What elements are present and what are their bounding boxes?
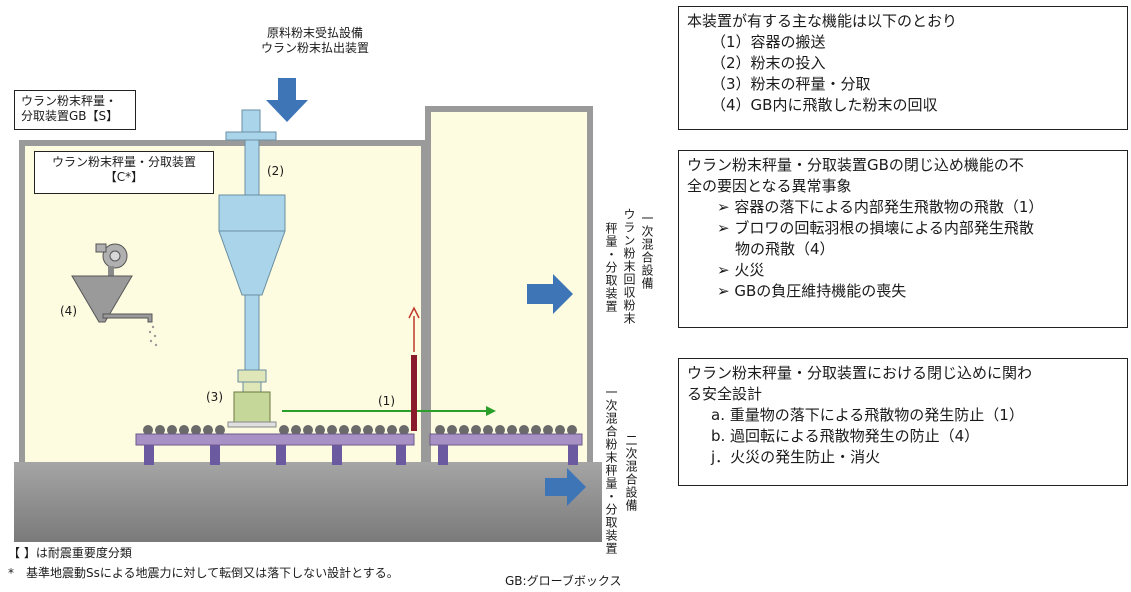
weighing-container: [233, 391, 271, 423]
recovery-funnel: [71, 275, 133, 323]
feeder-cap: [225, 131, 277, 141]
equipment-diagram: [14, 78, 602, 542]
abnormal-title-line: 全の要因となる異常事象: [687, 177, 852, 195]
valve-neck: [242, 381, 262, 393]
abnormal-events-panel: ウラン粉末秤量・分取装置GBの閉じ込め機能の不 全の要因となる異常事象 ➢ 容器…: [678, 150, 1128, 328]
footnote-1: 【 】は耐震重要度分類: [8, 546, 132, 560]
hopper-top: [218, 194, 286, 232]
device-label-box: ウラン粉末秤量・分取装置 【C*】: [34, 151, 214, 194]
conveyor-legs-right: [438, 445, 578, 465]
vertical-label-recovery-c: 秤量・分取装置: [604, 222, 618, 313]
weighing-scale: [227, 421, 277, 428]
safety-title-line: る安全設計: [687, 385, 763, 403]
abnormal-item: ➢ 火災: [717, 261, 765, 279]
lift-bar: [411, 355, 417, 431]
falling-powder: [148, 325, 158, 347]
abnormal-item: ➢ GBの負圧維持機能の喪失: [717, 282, 907, 300]
function-item: （4）GB内に飛散した粉末の回収: [711, 96, 938, 114]
recovery-pipe: [102, 313, 153, 323]
feeder-pipe-top: [241, 109, 261, 133]
abnormal-item: ➢ ブロワの回転羽根の損壊による内部発生飛散: [717, 219, 1034, 237]
input-arrow: [266, 78, 308, 122]
functions-panel: 本装置が有する主な機能は以下のとおり （1）容器の搬送 （2）粉末の投入 （3）…: [678, 6, 1128, 130]
lift-arrow-head: [408, 306, 420, 319]
label-3: (3): [206, 390, 223, 404]
conveyor-rollers-left: [143, 425, 409, 435]
functions-title: 本装置が有する主な機能は以下のとおり: [687, 12, 958, 30]
safety-design-panel: ウラン粉末秤量・分取装置における閉じ込めに関わ る安全設計 a. 重量物の落下に…: [678, 358, 1128, 486]
hopper-cone: [218, 230, 286, 296]
hopper-outlet-pipe: [244, 294, 260, 371]
abnormal-item-cont: 物の飛散（4）: [735, 240, 835, 258]
valve-body: [237, 369, 267, 383]
function-item: （1）容器の搬送: [711, 33, 826, 51]
abnormal-title-line: ウラン粉末秤量・分取装置GBの閉じ込め機能の不: [687, 156, 1024, 174]
vertical-label-primary-b: 二次混合設備: [624, 434, 638, 512]
label-4: (4): [60, 304, 77, 318]
safety-item: j．火災の発生防止・消火: [711, 448, 881, 466]
gb-note: GB:グローブボックス: [505, 574, 622, 588]
abnormal-item: ➢ 容器の落下による内部発生飛散物の飛散（1）: [717, 198, 1044, 216]
floor: [14, 462, 602, 542]
conveyor-right: [429, 433, 583, 446]
transfer-arrow-head: [486, 406, 496, 416]
outlet-arrow-lower: [545, 468, 586, 506]
safety-title-line: ウラン粉末秤量・分取装置における閉じ込めに関わ: [687, 364, 1033, 382]
gb-label-box: ウラン粉末秤量・ 分取装置GB【S】: [14, 90, 136, 130]
outlet-arrow-upper: [527, 274, 573, 314]
function-item: （2）粉末の投入: [711, 54, 826, 72]
vertical-label-recovery-a: 一次混合設備: [640, 212, 654, 290]
function-item: （3）粉末の秤量・分取: [711, 75, 871, 93]
conveyor-rollers-right: [435, 425, 577, 435]
label-2: (2): [267, 164, 284, 178]
blower: [95, 243, 128, 276]
label-1: (1): [378, 394, 395, 408]
vertical-label-recovery-b: ウラン粉末回収粉末: [622, 208, 636, 325]
safety-item: a. 重量物の落下による飛散物の発生防止（1）: [711, 406, 1024, 424]
conveyor-legs-left: [144, 445, 406, 465]
conveyor-left: [135, 433, 415, 446]
top-input-label: 原料粉末受払設備 ウラン粉末払出装置: [260, 26, 369, 55]
safety-item: b. 過回転による飛散物発生の防止（4）: [711, 427, 980, 445]
vertical-label-primary-a: 一次混合粉末秤量・分取装置: [604, 386, 618, 555]
footnote-2: * 基準地震動Ssによる地震力に対して転倒又は落下しない設計とする。: [8, 566, 399, 580]
feeder-pipe: [244, 139, 260, 196]
